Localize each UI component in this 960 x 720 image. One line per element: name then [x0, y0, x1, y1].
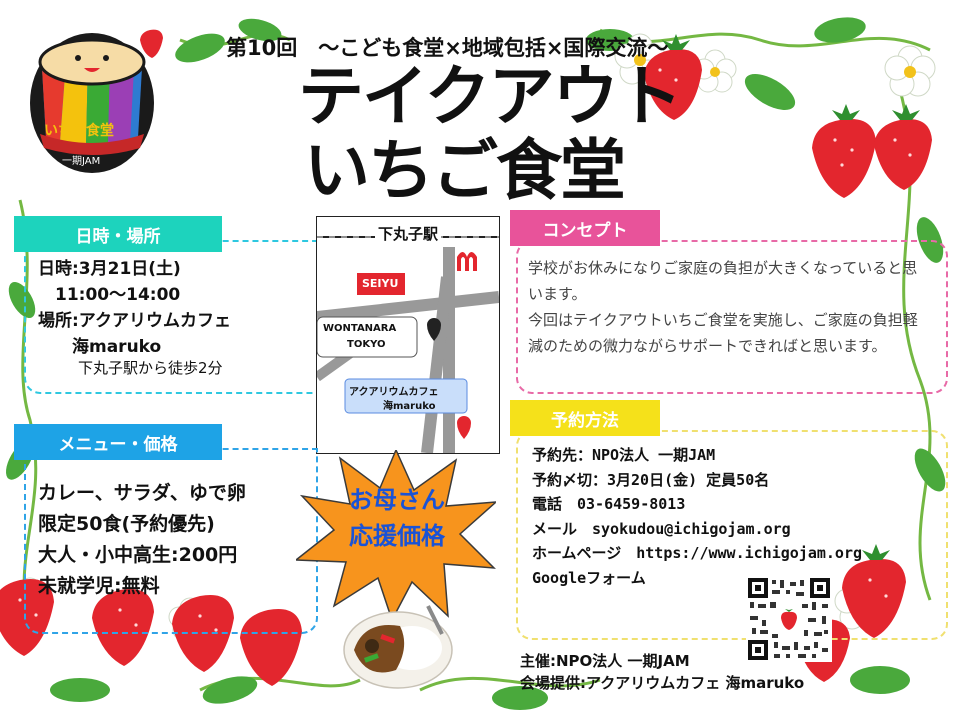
event-title-line2: いちご食堂: [304, 132, 626, 209]
footer-venue: 会場提供:アクアリウムカフェ 海maruko: [520, 674, 805, 692]
promo-burst: [296, 450, 496, 620]
promo-line1: お母さん: [349, 486, 445, 514]
event-time: 11:00～14:00: [38, 285, 181, 305]
map-venue-label: アクアリウムカフェ: [349, 387, 439, 398]
concept-box: [516, 240, 948, 394]
logo-org: 一期JAM: [62, 156, 101, 167]
reservation-homepage[interactable]: ホームページ https://www.ichigojam.org: [532, 544, 863, 562]
date-place-details: 日時:3月21日(土) 11:00～14:00 場所:アクアリウムカフェ 海ma…: [38, 256, 231, 360]
menu-item: カレー、サラダ、ゆで卵: [38, 482, 246, 504]
reservation-contact: 予約先：NPO法人 一期JAM: [532, 446, 716, 464]
access-map: 下丸子駅 SEIYU WONTANARA TOKYO アクアリウムカフェ 海ma…: [316, 216, 500, 454]
event-place-name: 海maruko: [38, 337, 162, 357]
map-wontanara-label: WONTANARA: [323, 323, 397, 334]
event-place: 場所:アクアリウムカフェ: [38, 311, 231, 331]
event-date: 日時:3月21日(土): [38, 259, 181, 279]
map-station-label: 下丸子駅: [375, 223, 442, 244]
reservation-details: 予約先：NPO法人 一期JAM 予約〆切：3月20日(金) 定員50名 電話 0…: [532, 443, 862, 590]
reservation-google-form[interactable]: Googleフォーム: [532, 568, 646, 587]
concept-text: 学校がお休みになりご家庭の負担が大きくなっていると思います。 今回はテイクアウト…: [528, 259, 918, 355]
reservation-box: [516, 430, 948, 640]
access-info: 下丸子駅から徒歩2分: [78, 359, 223, 377]
curry-plate-image: [343, 605, 453, 689]
reservation-email[interactable]: メール syokudou@ichigojam.org: [532, 519, 791, 538]
reservation-tab: 予約方法: [510, 400, 660, 436]
event-title-line1: テイクアウト: [298, 58, 683, 135]
reservation-phone: 電話 03-6459-8013: [532, 495, 686, 513]
event-subtitle: 第10回 ～こども食堂×地域包括×国際交流～: [226, 36, 669, 60]
ichigo-shokudo-logo: [30, 33, 154, 173]
concept-tab: コンセプト: [510, 210, 660, 246]
map-tokyo-label: TOKYO: [347, 339, 386, 350]
promo-text: お母さん 応援価格: [342, 482, 452, 554]
reservation-deadline: 予約〆切：3月20日(金) 定員50名: [532, 470, 770, 489]
footer-host: 主催:NPO法人 一期JAM: [520, 652, 690, 670]
menu-item: 限定50食(予約優先): [38, 513, 215, 535]
menu-item: 未就学児:無料: [38, 575, 160, 597]
menu-tab: メニュー・価格: [14, 424, 222, 460]
map-venue-label-2: 海maruko: [383, 401, 436, 412]
date-place-tab: 日時・場所: [14, 216, 222, 252]
promo-line2: 応援価格: [349, 522, 445, 550]
map-seiyu-label: SEIYU: [362, 277, 399, 290]
menu-item: 大人・小中高生:200円: [38, 544, 238, 566]
menu-list: カレー、サラダ、ゆで卵 限定50食(予約優先) 大人・小中高生:200円 未就学…: [38, 478, 246, 602]
logo-name: いちご食堂: [44, 123, 114, 139]
footer: 主催:NPO法人 一期JAM 会場提供:アクアリウムカフェ 海maruko: [520, 650, 804, 694]
qr-code[interactable]: [746, 576, 832, 662]
map-graphic: [317, 217, 499, 453]
